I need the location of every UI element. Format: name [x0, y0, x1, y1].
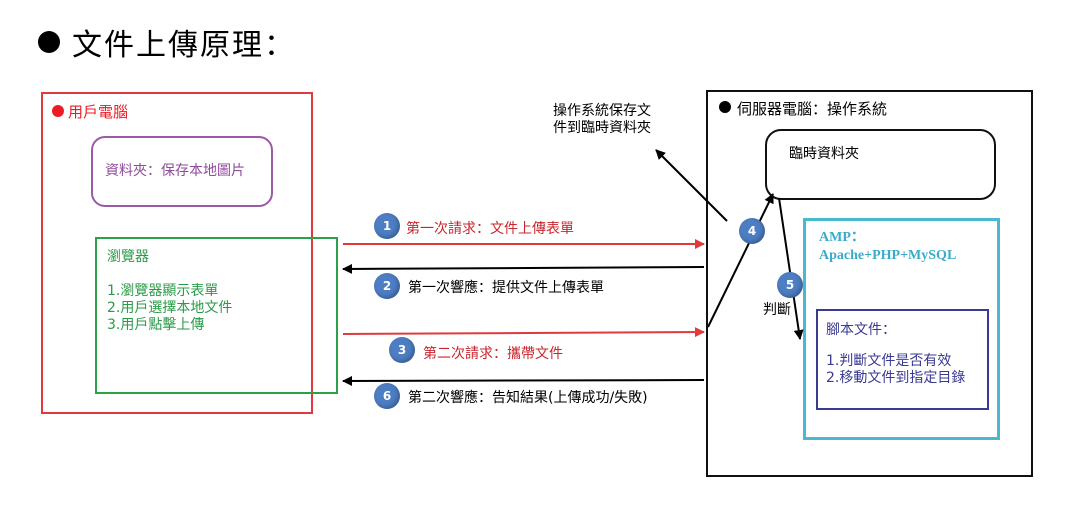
step-5-badge: 5	[777, 272, 803, 298]
amp-title: AMP：	[819, 230, 865, 245]
script-text: 腳本文件： 1.判斷文件是否有效 2.移動文件到指定目錄	[826, 322, 965, 387]
step-6-label: 第二次響應：告知結果(上傳成功/失敗)	[408, 390, 648, 406]
page-title: 文件上傳原理：	[72, 28, 296, 63]
step-3-label: 第二次請求：攜帶文件	[423, 346, 563, 362]
to-temp-arrow	[707, 193, 774, 328]
browser-item: 3.用戶點擊上傳	[107, 317, 205, 333]
os-save-arrow	[655, 149, 728, 222]
step-2-badge: 2	[374, 273, 400, 299]
step-2-label: 第一次響應：提供文件上傳表單	[408, 280, 604, 296]
title-bullet-icon	[38, 31, 60, 53]
script-title: 腳本文件：	[826, 322, 896, 338]
browser-box	[95, 237, 338, 394]
os-save-note: 操作系統保存文 件到臨時資料夾	[553, 103, 651, 137]
response-1-arrow	[342, 263, 705, 274]
server-computer-box	[706, 90, 1033, 477]
browser-title: 瀏覽器	[107, 249, 149, 265]
amp-box	[803, 218, 1000, 440]
os-note-line: 件到臨時資料夾	[553, 120, 651, 136]
amp-label: AMP： Apache+PHP+MySQL	[819, 229, 956, 265]
temp-folder-box	[765, 129, 996, 200]
script-item: 1.判斷文件是否有效	[826, 353, 952, 369]
client-bullet-icon	[52, 105, 64, 117]
os-note-line: 操作系統保存文	[553, 103, 651, 119]
step-4-badge: 4	[739, 218, 765, 244]
temp-folder-label: 臨時資料夾	[789, 146, 859, 162]
judge-label: 判斷	[763, 302, 791, 318]
amp-stack: Apache+PHP+MySQL	[819, 248, 957, 263]
server-computer-label: 伺服器電腦：操作系統	[737, 100, 888, 118]
script-box	[816, 309, 989, 410]
client-computer-label: 用戶電腦	[68, 103, 129, 121]
client-computer-box	[41, 92, 313, 414]
browser-item: 2.用戶選擇本地文件	[107, 300, 233, 316]
judge-arrow	[778, 197, 804, 340]
response-2-arrow	[342, 375, 705, 386]
browser-text: 瀏覽器 1.瀏覽器顯示表單 2.用戶選擇本地文件 3.用戶點擊上傳	[107, 249, 232, 334]
script-item: 2.移動文件到指定目錄	[826, 370, 966, 386]
local-folder-label: 資料夾：保存本地圖片	[105, 163, 245, 179]
step-1-badge: 1	[374, 213, 400, 239]
step-3-badge: 3	[389, 337, 415, 363]
browser-item: 1.瀏覽器顯示表單	[107, 283, 219, 299]
server-bullet-icon	[719, 101, 731, 113]
step-1-label: 第一次請求：文件上傳表單	[406, 221, 574, 237]
local-folder-box	[91, 136, 273, 207]
step-6-badge: 6	[374, 383, 400, 409]
request-2-arrow	[342, 327, 705, 338]
